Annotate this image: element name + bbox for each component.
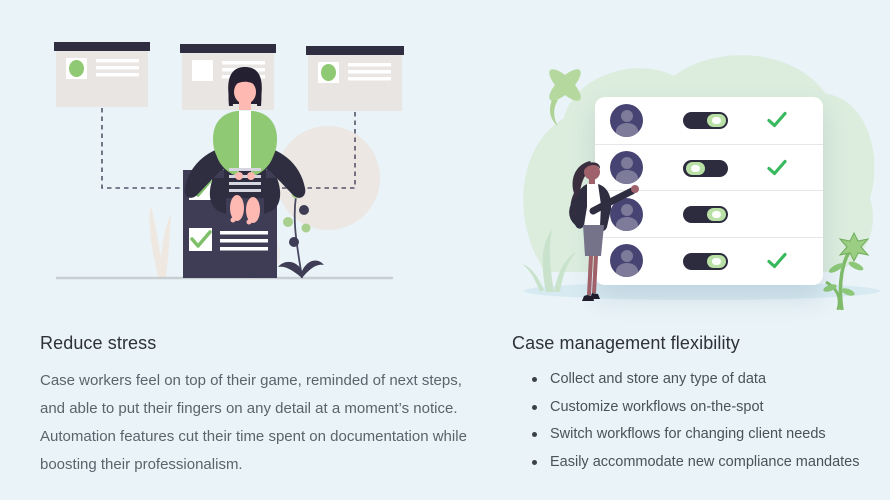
illustration-reduce-stress bbox=[40, 0, 470, 310]
flex-row-4 bbox=[595, 236, 823, 284]
feet bbox=[230, 195, 260, 225]
toggle-switch-icon bbox=[683, 252, 728, 270]
checkmark-icon bbox=[767, 252, 787, 268]
dashed-connector-left bbox=[101, 108, 184, 189]
paper-stack bbox=[229, 168, 261, 192]
pointing-arm bbox=[589, 187, 636, 215]
face bbox=[234, 80, 256, 104]
toggle-switch-icon bbox=[683, 112, 728, 129]
status-dot-icon bbox=[69, 60, 84, 77]
hand bbox=[631, 185, 639, 193]
bullet-item: Switch workflows for changing client nee… bbox=[524, 421, 880, 449]
bullet-item: Collect and store any type of data bbox=[524, 366, 880, 394]
shirt bbox=[236, 111, 254, 169]
bullet-item: Customize workflows on-the-spot bbox=[524, 394, 880, 422]
user-avatar-icon bbox=[610, 103, 643, 137]
grass-tuft-icon bbox=[149, 206, 171, 277]
head bbox=[584, 164, 600, 180]
right-heading: Case management flexibility bbox=[512, 333, 740, 353]
card-titlebar bbox=[180, 44, 276, 53]
toggle-switch-icon bbox=[683, 159, 728, 177]
browser-card-2 bbox=[180, 44, 276, 110]
pants bbox=[184, 144, 306, 198]
sprout-icon bbox=[549, 69, 581, 126]
sitting-woman bbox=[184, 67, 306, 225]
card-titlebar bbox=[54, 42, 150, 51]
left-paragraph: Case workers feel on top of their game, … bbox=[40, 372, 467, 473]
flex-row-1 bbox=[595, 97, 823, 144]
illustration-case-flexibility bbox=[512, 0, 880, 310]
flex-row-2 bbox=[595, 143, 823, 191]
ground-shadow bbox=[524, 282, 880, 300]
browser-card-3 bbox=[306, 46, 404, 111]
heel-shoe bbox=[590, 293, 600, 299]
shirt bbox=[585, 184, 600, 229]
bullet-item: Easily accommodate new compliance mandat… bbox=[524, 449, 880, 477]
blazer bbox=[575, 184, 587, 229]
toggle-switch-icon bbox=[683, 206, 728, 223]
user-avatar-icon bbox=[610, 244, 643, 277]
left-heading: Reduce stress bbox=[40, 333, 157, 353]
flex-card bbox=[595, 97, 823, 285]
skirt bbox=[583, 225, 604, 256]
flower-plant-icon bbox=[823, 231, 870, 310]
status-dot-icon bbox=[321, 64, 336, 81]
standing-woman bbox=[569, 161, 639, 301]
checkmark-icon bbox=[767, 159, 787, 175]
faint-plant-icon bbox=[522, 230, 576, 292]
browser-card-1 bbox=[54, 42, 150, 107]
feature-reduce-stress: Reduce stress Case workers feel on top o… bbox=[40, 0, 470, 479]
card-titlebar bbox=[306, 46, 404, 55]
user-avatar-icon bbox=[610, 151, 643, 184]
feature-case-flexibility: Case management flexibility Collect and … bbox=[512, 0, 880, 476]
background-circle bbox=[276, 126, 380, 230]
checkmark-icon bbox=[767, 111, 787, 128]
reduce-stress-graphic bbox=[54, 42, 404, 280]
flexibility-bullet-list: Collect and store any type of data Custo… bbox=[512, 366, 880, 476]
